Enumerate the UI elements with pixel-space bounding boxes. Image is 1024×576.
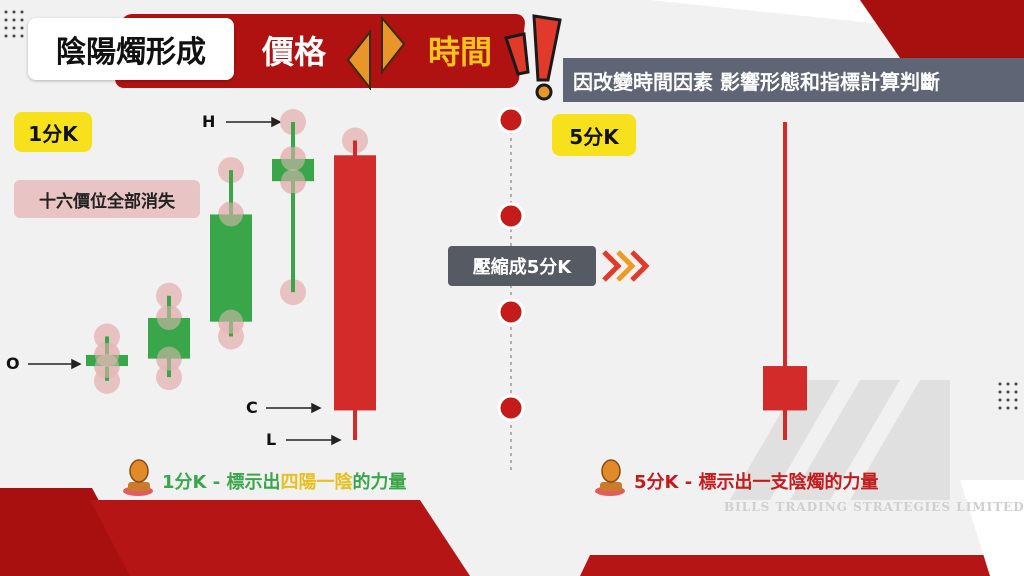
decor-bottom-right-red [580,555,1024,576]
title-main: 陰陽燭形成 [28,18,234,80]
timeframe-label-1min: 1分K [14,112,92,152]
chevron-right-icon [602,250,650,282]
compress-label: 壓縮成5分K [448,246,596,286]
price-dot-overlay [95,354,119,379]
caption-5min: 5分K - 標示出一支陰燭的力量 [634,472,879,493]
point-label-high: H [202,112,216,131]
title-word-time: 時間 [427,33,492,71]
stamp-icon [595,459,625,496]
price-dot-overlay [157,346,181,371]
point-label-close: C [246,398,258,417]
price-dot-overlay [281,146,305,171]
decor-top-right-red [860,0,1024,58]
stamp-icon [123,459,153,496]
caption-1min-suffix: 的力量 [352,472,407,493]
price-dot-overlay [157,305,181,330]
timeframe-label-5min: 5分K [552,114,636,156]
title-word-price: 價格 [261,33,326,71]
price-dot-overlay [219,202,243,227]
decor-bottom-right-white [960,480,1024,576]
candle-body [334,155,376,411]
decor-bottom-left-red [0,488,140,576]
caption-1min-highlight: 四陽一陰 [280,472,353,493]
dot-grid-right [998,382,1018,410]
dot-grid [4,10,24,38]
note-box: 十六價位全部消失 [14,180,200,218]
candle-body [210,214,252,322]
center-dots [497,106,525,422]
decor-bottom-left-red-2 [90,500,470,576]
watermark-text: BILLS TRADING STRATEGIES LIMITED [724,500,1024,514]
caption-1min-prefix: 1分K - 標示出 [162,472,281,493]
candle-body [763,366,807,411]
price-dot-overlay [219,309,243,334]
price-dot-overlay [281,169,305,194]
exclamation-icon [504,14,562,101]
point-label-low: L [266,430,277,449]
triangle-arrow-icon [346,15,406,90]
point-label-open: O [6,354,20,373]
caption-1min: 1分K - 標示出四陽一陰的力量 [162,468,406,494]
subtitle-bar: 因改變時間因素 影響形態和指標計算判斷 [563,58,1024,102]
